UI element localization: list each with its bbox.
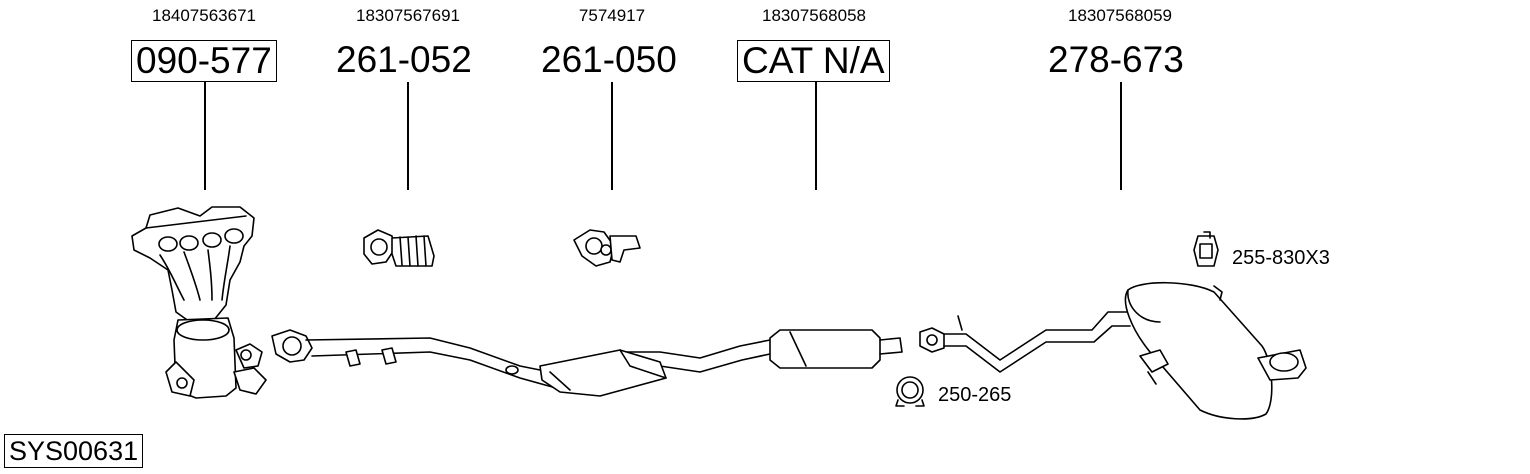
oem-number-5: 18307568059 [1067,6,1172,25]
part-number-2[interactable]: 261-052 [336,39,472,80]
system-code: SYS00631 [4,434,144,468]
manifold-catalyst-icon[interactable] [131,206,267,399]
part-number-3[interactable]: 261-050 [541,39,677,80]
flex-pipe-icon[interactable] [363,229,435,267]
leader-line-1 [204,82,206,190]
rubber-hanger-icon[interactable] [1193,231,1219,267]
gasket-icon[interactable] [573,229,641,267]
part-number-5[interactable]: 278-673 [1048,39,1184,80]
clamp-icon[interactable] [895,376,925,407]
part-number-1[interactable]: 090-577 [131,40,277,82]
rear-silencer-icon[interactable] [1124,281,1307,420]
leader-line-2 [407,82,409,190]
leader-line-5 [1120,82,1122,190]
oem-number-3: 7574917 [578,6,646,25]
leader-line-4 [815,82,817,190]
oem-number-1: 18407563671 [151,6,256,25]
clamp-label[interactable]: 250-265 [938,384,1012,406]
middle-box-icon[interactable] [769,329,903,369]
oem-number-4: 18307568058 [761,6,866,25]
rear-pipe-icon[interactable] [919,311,1131,373]
oem-number-2: 18307567691 [355,6,460,25]
part-number-4[interactable]: CAT N/A [737,40,890,82]
front-pipe-icon[interactable] [271,329,771,389]
hanger-label[interactable]: 255-830X3 [1232,247,1330,269]
leader-line-3 [611,82,613,190]
centre-silencer-icon[interactable] [539,349,667,397]
